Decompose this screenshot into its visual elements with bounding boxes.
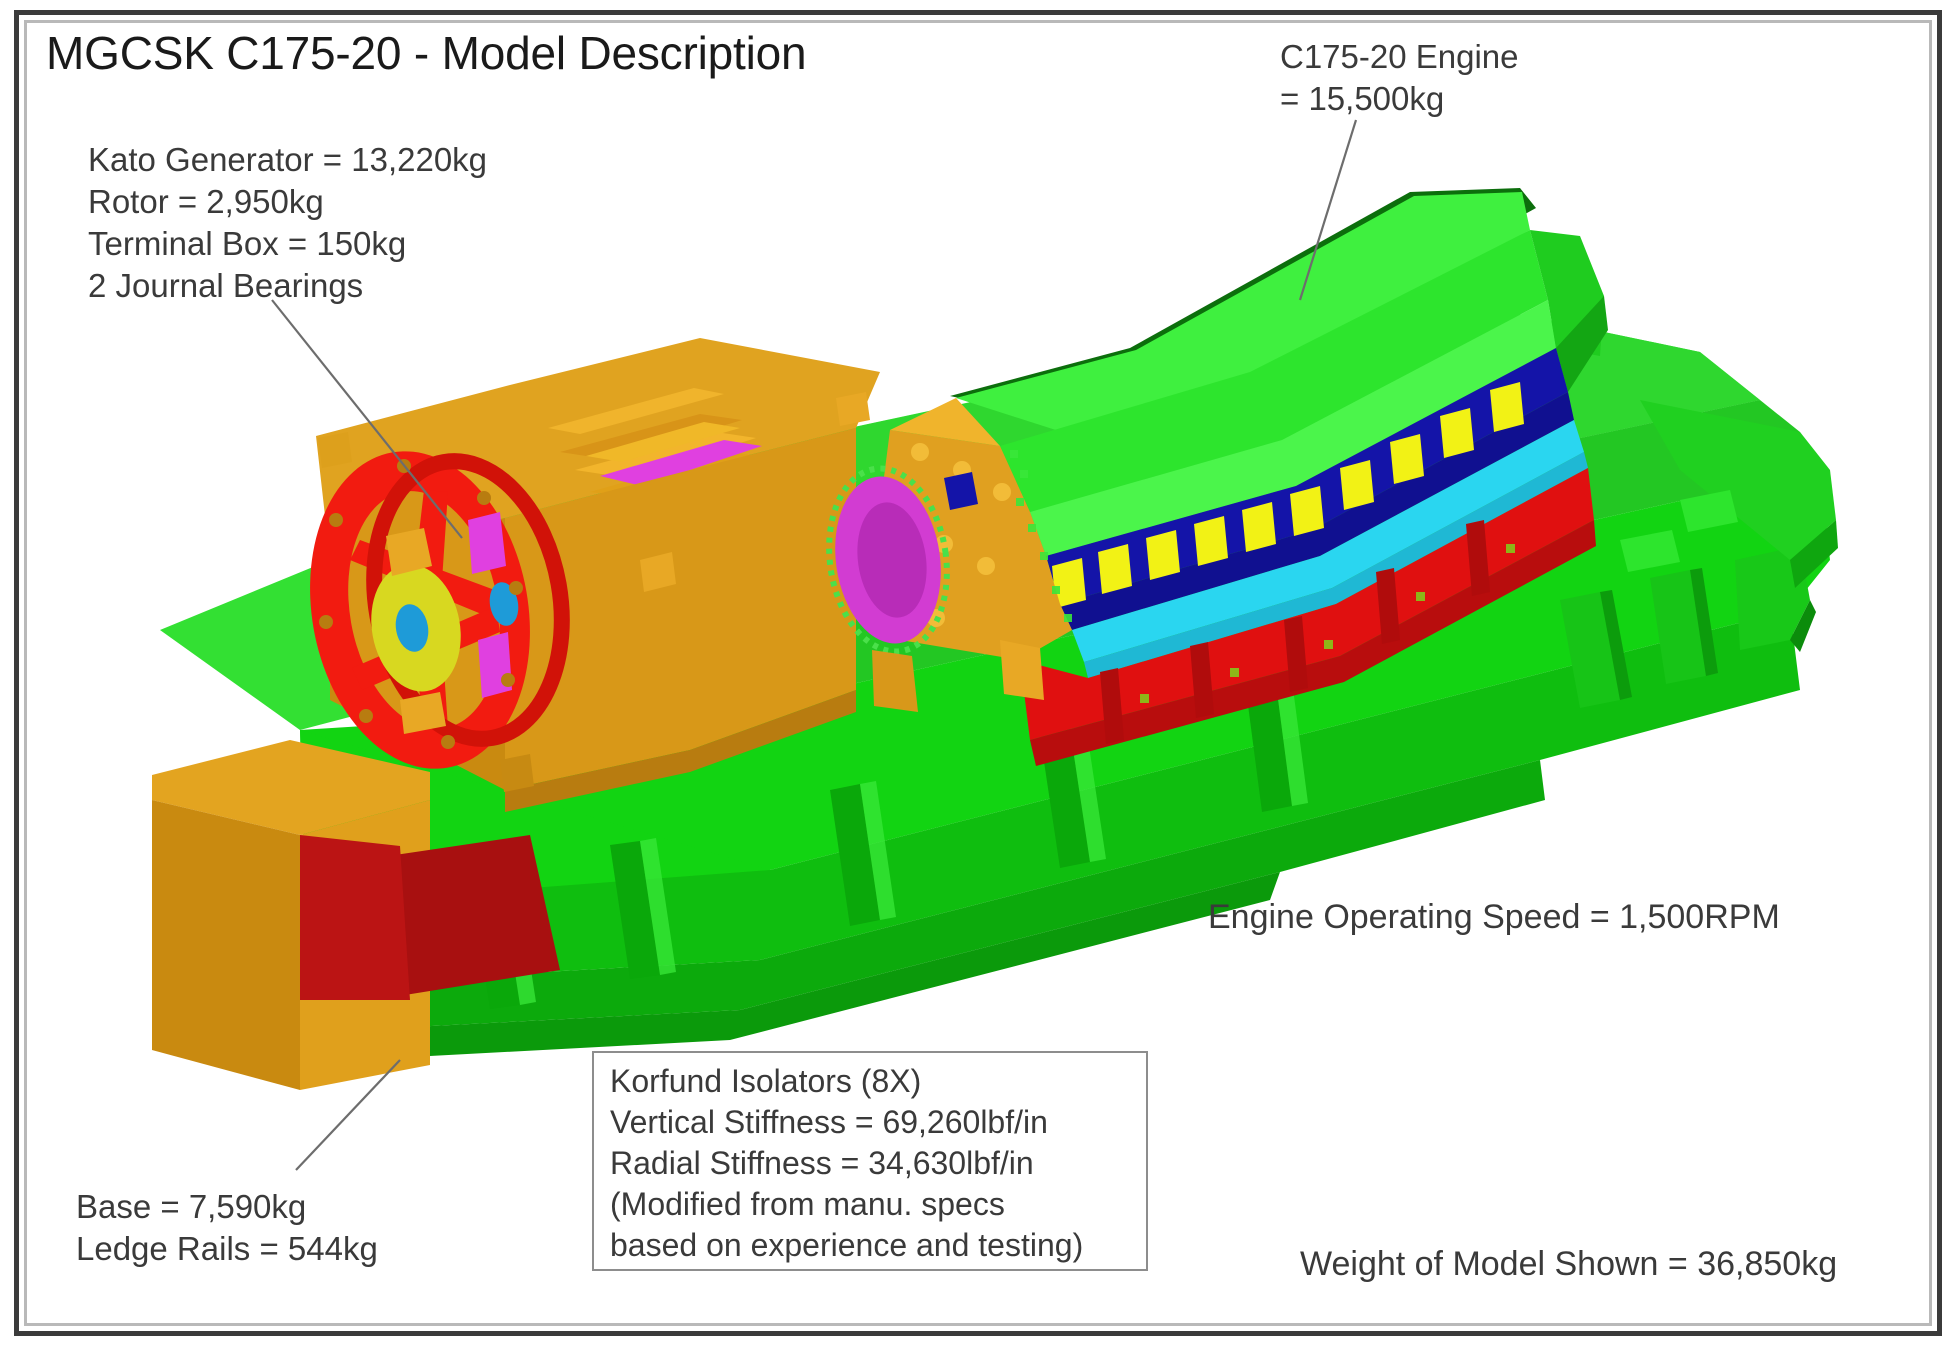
page-title: MGCSK C175-20 - Model Description [46,27,807,79]
korfund-line-5: based on experience and testing) [610,1227,1084,1263]
korfund-isolator-box: Korfund Isolators (8X) Vertical Stiffnes… [592,1051,1148,1271]
generator-spider [310,451,570,769]
flywheel-housing [826,398,1072,712]
generator-callout-line-2: Rotor = 2,950kg [88,183,324,220]
leader-base [295,1059,401,1171]
engine-speed-note: Engine Operating Speed = 1,500RPM [1208,898,1780,936]
korfund-line-4: (Modified from manu. specs [610,1186,1005,1222]
base-callout: Base = 7,590kg Ledge Rails = 544kg [76,1186,378,1270]
korfund-line-3: Radial Stiffness = 34,630lbf/in [610,1145,1034,1181]
engine-callout-line-1: C175-20 Engine [1280,38,1519,75]
base-callout-line-2: Ledge Rails = 544kg [76,1230,378,1267]
generator-callout: Kato Generator = 13,220kg Rotor = 2,950k… [88,139,487,307]
base-callout-line-1: Base = 7,590kg [76,1188,307,1225]
generator-callout-line-4: 2 Journal Bearings [88,267,364,304]
korfund-line-1: Korfund Isolators (8X) [610,1063,922,1099]
leader-generator [271,299,463,539]
engine-callout-line-2: = 15,500kg [1280,80,1445,117]
generator-mount-shadow [300,835,410,1000]
generator-callout-line-3: Terminal Box = 150kg [88,225,407,262]
leader-engine [1298,119,1358,301]
generator-callout-line-1: Kato Generator = 13,220kg [88,141,488,178]
generator-mount-plate [395,835,560,995]
korfund-line-2: Vertical Stiffness = 69,260lbf/in [610,1104,1048,1140]
engine-block [826,188,1608,766]
engine-callout: C175-20 Engine = 15,500kg [1280,36,1519,120]
korfund-lines: Korfund Isolators (8X) Vertical Stiffnes… [610,1061,1083,1266]
model-weight-note: Weight of Model Shown = 36,850kg [1300,1245,1838,1283]
